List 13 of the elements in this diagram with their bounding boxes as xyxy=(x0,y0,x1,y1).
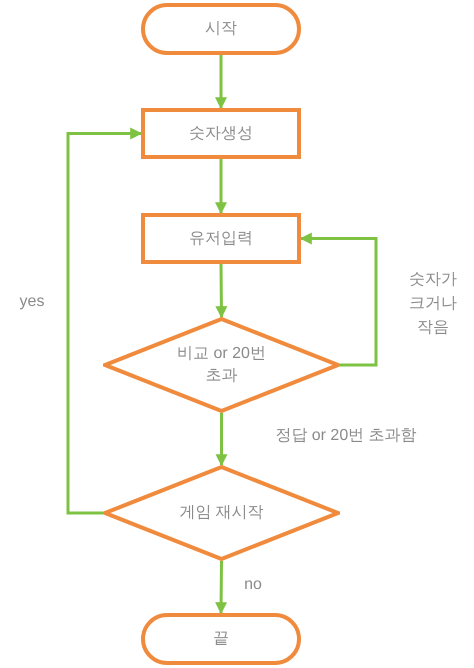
process-box: 숫자생성 xyxy=(141,108,301,159)
arrow xyxy=(215,560,228,614)
process-box: 유저입력 xyxy=(141,213,301,264)
arrow xyxy=(215,159,227,214)
decision-diamond: 게임 재시작 xyxy=(103,465,340,561)
arrow xyxy=(300,232,378,366)
terminator-shape: 시작 xyxy=(141,3,301,55)
arrow xyxy=(216,413,228,466)
arrow xyxy=(66,128,142,514)
arrow xyxy=(215,264,228,318)
arrow xyxy=(215,55,227,110)
terminator-shape: 끝 xyxy=(141,613,301,665)
decision-diamond: 비교 or 20번 초과 xyxy=(103,317,340,413)
